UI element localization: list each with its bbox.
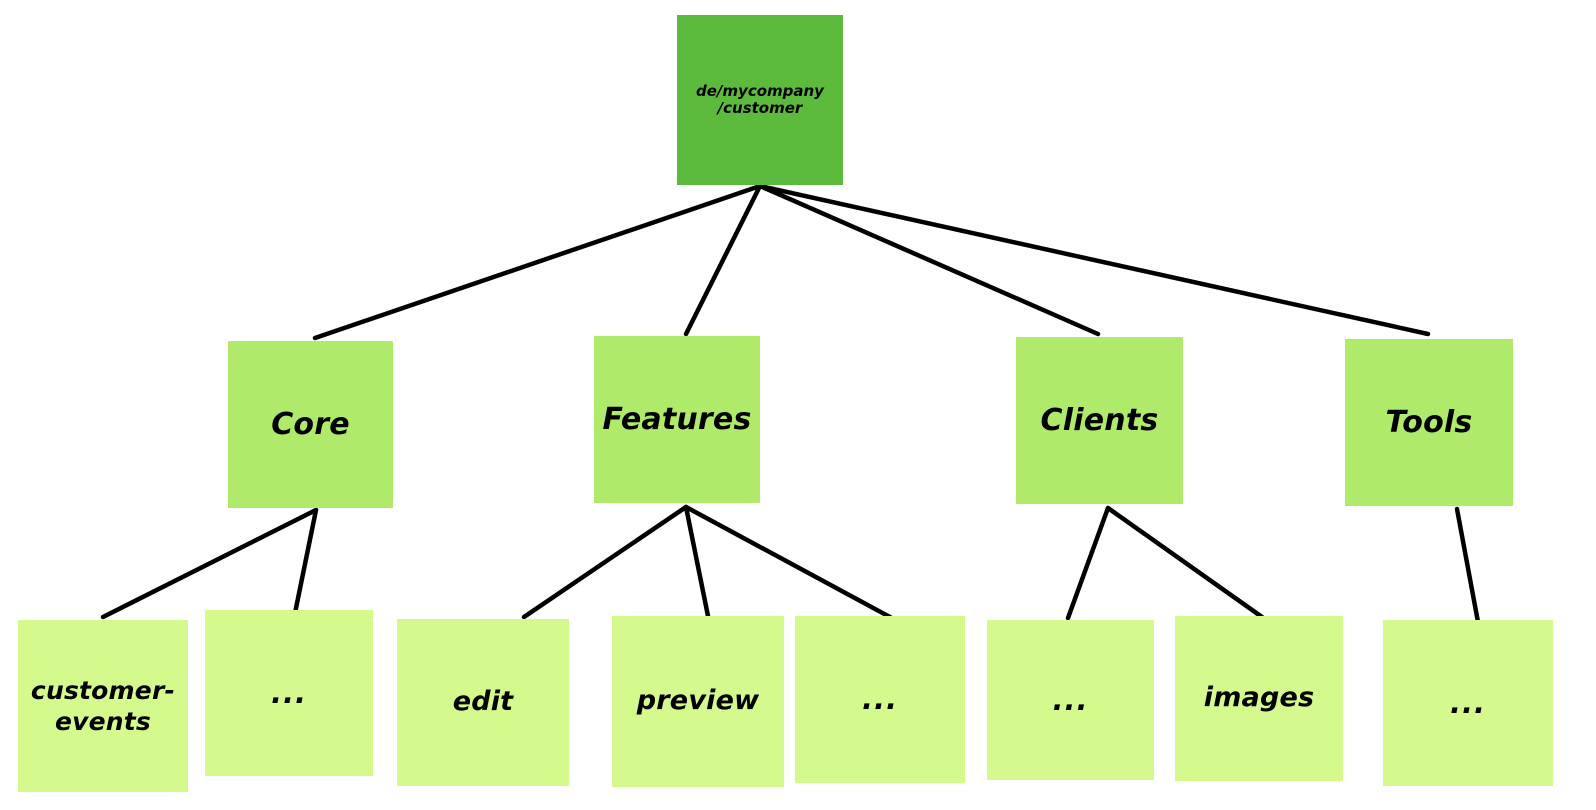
edge-clients-more-edge — [1065, 505, 1111, 621]
node-leaf-label-tools-more: ... — [1449, 685, 1487, 720]
edge-root-clients — [757, 183, 1101, 337]
node-leaf-label-features-more: ... — [861, 682, 899, 717]
node-leaf-preview[interactable]: preview — [612, 616, 784, 787]
node-branch-label-features: Features — [602, 401, 752, 437]
node-leaf-clients-more[interactable]: ... — [987, 620, 1154, 780]
edge-root-tools — [757, 183, 1431, 337]
node-leaf-features-more[interactable]: ... — [795, 616, 965, 783]
node-branch-core[interactable]: Core — [228, 341, 393, 508]
node-leaf-tools-more[interactable]: ... — [1383, 620, 1553, 786]
edge-features-preview — [683, 504, 711, 619]
node-leaf-label-edit: edit — [452, 686, 514, 718]
node-leaf-customer-events[interactable]: customer- events — [18, 620, 188, 792]
node-leaf-label-clients-more: ... — [1052, 682, 1089, 717]
node-branch-label-clients: Clients — [1040, 402, 1159, 438]
node-branch-label-core: Core — [271, 406, 350, 442]
node-branch-label-tools: Tools — [1385, 404, 1473, 440]
node-leaf-core-more[interactable]: ... — [205, 610, 373, 776]
edge-core-core-more — [291, 507, 319, 621]
edge-features-edit — [521, 504, 689, 620]
node-branch-clients[interactable]: Clients — [1016, 337, 1183, 504]
node-root-root[interactable]: de/mycompany /customer — [677, 15, 843, 185]
node-branch-features[interactable]: Features — [594, 336, 760, 503]
node-leaf-edit[interactable]: edit — [397, 619, 569, 786]
edge-tools-more-edge — [1454, 506, 1481, 625]
edge-features-more-edge — [683, 504, 893, 620]
edge-root-core — [312, 183, 763, 341]
node-root-label-root: de/mycompany /customer — [696, 82, 824, 117]
node-branch-tools[interactable]: Tools — [1345, 339, 1513, 506]
node-leaf-label-preview: preview — [636, 685, 760, 717]
edge-root-features — [683, 183, 763, 337]
edge-core-customer-events — [100, 507, 319, 620]
node-leaf-label-core-more: ... — [270, 675, 308, 710]
node-leaf-images[interactable]: images — [1175, 616, 1343, 781]
edge-clients-images — [1105, 505, 1265, 620]
node-leaf-label-images: images — [1203, 682, 1315, 714]
node-leaf-label-customer-events: customer- events — [30, 675, 176, 736]
